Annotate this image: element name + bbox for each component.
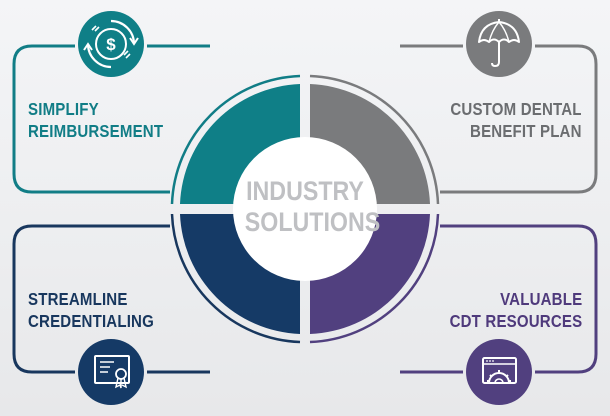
center-title-line-2: SOLUTIONS xyxy=(244,207,381,237)
label-simplify-reimbursement: SIMPLIFY REIMBURSEMENT xyxy=(28,98,163,142)
label-line-1: VALUABLE xyxy=(499,289,582,309)
browser-gear-icon xyxy=(466,339,532,405)
svg-text:$: $ xyxy=(106,35,116,54)
certificate-icon xyxy=(78,339,144,405)
center-circle xyxy=(233,137,377,281)
label-line-2: BENEFIT PLAN xyxy=(470,121,582,141)
outer-arc-bottom-right xyxy=(309,213,440,344)
label-line-2: CDT RESOURCES xyxy=(449,311,582,331)
label-line-2: REIMBURSEMENT xyxy=(28,121,164,141)
label-line-1: CUSTOM DENTAL xyxy=(450,99,582,119)
label-valuable-cdt-resources: VALUABLE CDT RESOURCES xyxy=(449,288,582,332)
frame-bottom-right xyxy=(440,224,598,374)
ring-segment-top-right xyxy=(310,84,430,204)
label-line-1: SIMPLIFY xyxy=(28,99,99,119)
ring-segment-bottom-right xyxy=(310,214,430,334)
dollar-cycle-icon: $ xyxy=(78,11,144,77)
label-line-2: CREDENTIALING xyxy=(28,311,154,331)
outer-arc-top-left xyxy=(170,74,301,205)
frame-top-left xyxy=(12,44,170,194)
ring-segment-bottom-left xyxy=(180,214,300,334)
frame-bottom-left xyxy=(12,224,170,374)
center-title: INDUSTRY SOLUTIONS xyxy=(244,176,381,238)
label-custom-dental-benefit-plan: CUSTOM DENTAL BENEFIT PLAN xyxy=(451,98,582,142)
label-streamline-credentialing: STREAMLINE CREDENTIALING xyxy=(28,288,154,332)
frame-top-right xyxy=(440,44,598,194)
umbrella-icon xyxy=(466,11,532,77)
outer-arc-top-right xyxy=(309,74,440,205)
center-title-line-1: INDUSTRY xyxy=(246,176,364,206)
ring-segment-top-left xyxy=(180,84,300,204)
label-line-1: STREAMLINE xyxy=(28,289,128,309)
outer-arc-bottom-left xyxy=(170,213,301,344)
